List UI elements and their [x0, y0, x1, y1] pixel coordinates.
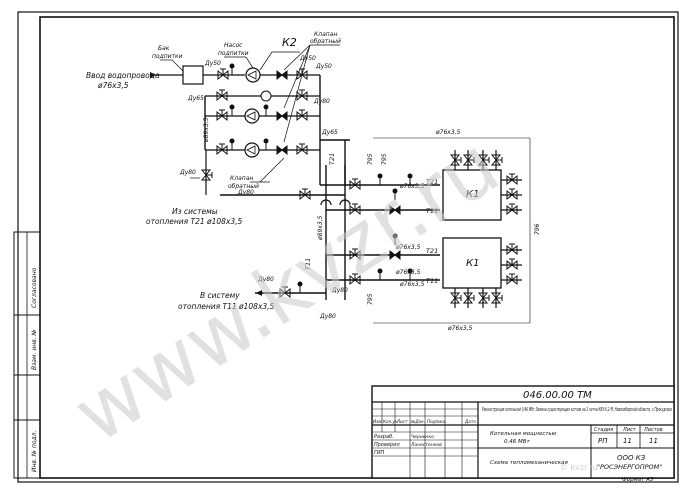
- col-kol: Кол.уч: [383, 419, 398, 424]
- col-podp: Подпись: [427, 419, 446, 424]
- label-795-b: 795: [381, 153, 388, 165]
- row-gip: ГИП: [374, 450, 385, 456]
- hdr-list: Лист: [622, 427, 637, 433]
- label-iz-sistemy-2: отопления Т21 ø108x3,5: [146, 217, 243, 226]
- label-pipe-76-top: ø76x3,5: [435, 129, 461, 136]
- label-v-sistemu-1: В систему: [200, 291, 240, 300]
- label-du65-a: Ду65: [187, 95, 204, 102]
- label-klapan-bot-1: Клапан: [230, 175, 253, 182]
- main-risers: [220, 139, 440, 300]
- label-pipe-76-a: ø76x3,5: [399, 183, 425, 190]
- label-bak-2: подпитки: [152, 53, 183, 60]
- label-pipe-89: ø89x3,5: [203, 117, 210, 143]
- label-t21-b: Т21: [426, 247, 438, 255]
- side-stamp: Согласовано Взам. инв. № Инв. № подл.: [13, 231, 41, 479]
- col-ndok: №Док.: [410, 419, 425, 424]
- label-du50-a: Ду50: [204, 60, 221, 67]
- makeup-water-section: [150, 56, 320, 85]
- label-k2: К2: [282, 36, 297, 49]
- object-line-2: 0,46 МВт: [504, 439, 531, 445]
- label-v-sistemu-2: отопления Т11 ø108x3,5: [178, 302, 275, 311]
- label-iz-sistemy-1: Из системы: [172, 207, 218, 216]
- pump-group-k2: [190, 44, 340, 195]
- label-du80-d: Ду80: [257, 276, 274, 283]
- label-du65-b: Ду65: [321, 129, 338, 136]
- org-line-2: "РОСЭНЕРГОПРОМ": [597, 463, 662, 471]
- label-vvod-1: Ввод водопровода: [86, 71, 160, 80]
- sheet-name: Схема тепломеханическая: [490, 460, 568, 466]
- label-t11-a: Т11: [426, 207, 438, 215]
- value-listov: 11: [649, 437, 658, 445]
- label-pipe-76-bottom: ø76x3,5: [447, 325, 473, 332]
- title-code: 046.00.00 ТМ: [523, 390, 592, 401]
- stamp-vzam-inv: Взам. инв. №: [31, 329, 38, 370]
- hdr-stadiya: Стадия: [594, 427, 613, 433]
- label-pipe-76-b: ø76x3,5: [395, 244, 421, 251]
- col-data: Дата: [464, 419, 476, 424]
- label-795-c: 795: [367, 293, 374, 305]
- label-du80-c: Ду80: [237, 189, 254, 196]
- label-pipe-89-v: ø89x3,5: [317, 215, 324, 241]
- watermark-corner: © kvzr.ru: [560, 463, 598, 472]
- label-du80-b: Ду80: [179, 169, 196, 176]
- label-t21-riser: Т21: [328, 153, 336, 165]
- boiler-k1-top: [442, 169, 502, 221]
- row-razrab-name: Черненко: [411, 434, 434, 440]
- stamp-inv-podl: Инв. № подл.: [31, 431, 38, 472]
- col-list: Лист: [396, 419, 408, 424]
- label-t11-b: Т11: [426, 277, 438, 285]
- row-proveril: Проверил: [374, 442, 400, 448]
- label-nasos-1: Насос: [224, 42, 243, 49]
- value-list: 11: [623, 437, 632, 445]
- label-klapan-bot-2: обратный: [228, 183, 259, 190]
- circulation-pump-1-icon: [244, 108, 260, 124]
- label-du80-e: Ду80: [331, 287, 348, 294]
- boiler-k1-bottom: [442, 237, 502, 289]
- label-t21-a: Т21: [426, 178, 438, 186]
- org-line-1: ООО КЗ: [617, 454, 646, 462]
- label-k1-top: К1: [466, 189, 479, 200]
- bak-podpitki-tank: [182, 65, 204, 85]
- row-proveril-name: Ланостенков: [410, 442, 442, 448]
- row-razrab: Разраб.: [374, 434, 394, 440]
- label-du50-c: Ду50: [315, 63, 332, 70]
- label-du80-f: Ду80: [319, 313, 336, 320]
- label-k1-bottom: К1: [466, 258, 479, 269]
- label-klapan-top-1: Клапан: [314, 31, 337, 38]
- label-t11-riser: Т11: [304, 258, 312, 270]
- title-block: 046.00.00 ТМ Реконструкция котельной 0,4…: [371, 385, 675, 483]
- label-du50-b: Ду50: [299, 55, 316, 62]
- label-bak-1: Бак: [158, 45, 170, 52]
- col-izm: Изм.: [373, 419, 383, 424]
- project-title: Реконструкция котельной 0,46 МВт.Замена …: [482, 407, 672, 413]
- label-nasos-2: подпитки: [218, 50, 249, 57]
- label-pipe-76-c: ø76x3,5: [395, 269, 421, 276]
- outer-border: [17, 11, 679, 483]
- label-vvod-2: ø76x3,5: [97, 81, 129, 90]
- label-pipe-76-d: ø76x3,5: [399, 281, 425, 288]
- diagram-labels: Ввод водопровода ø76x3,5 Бак подпитки На…: [86, 31, 541, 332]
- format-label: Формат А3: [622, 477, 654, 483]
- circulation-pump-2-icon: [244, 142, 260, 158]
- boilers-k1: [373, 137, 531, 324]
- object-line-1: Котельная мощностью: [490, 431, 557, 437]
- stamp-soglasovano: Согласовано: [31, 267, 38, 308]
- hdr-listov: Листов: [643, 427, 663, 433]
- label-klapan-top-2: обратный: [310, 38, 341, 45]
- value-stadiya: РП: [598, 437, 608, 445]
- label-du80-a: Ду80: [313, 98, 330, 105]
- label-795-a: 795: [367, 153, 374, 165]
- label-796: 796: [534, 223, 541, 235]
